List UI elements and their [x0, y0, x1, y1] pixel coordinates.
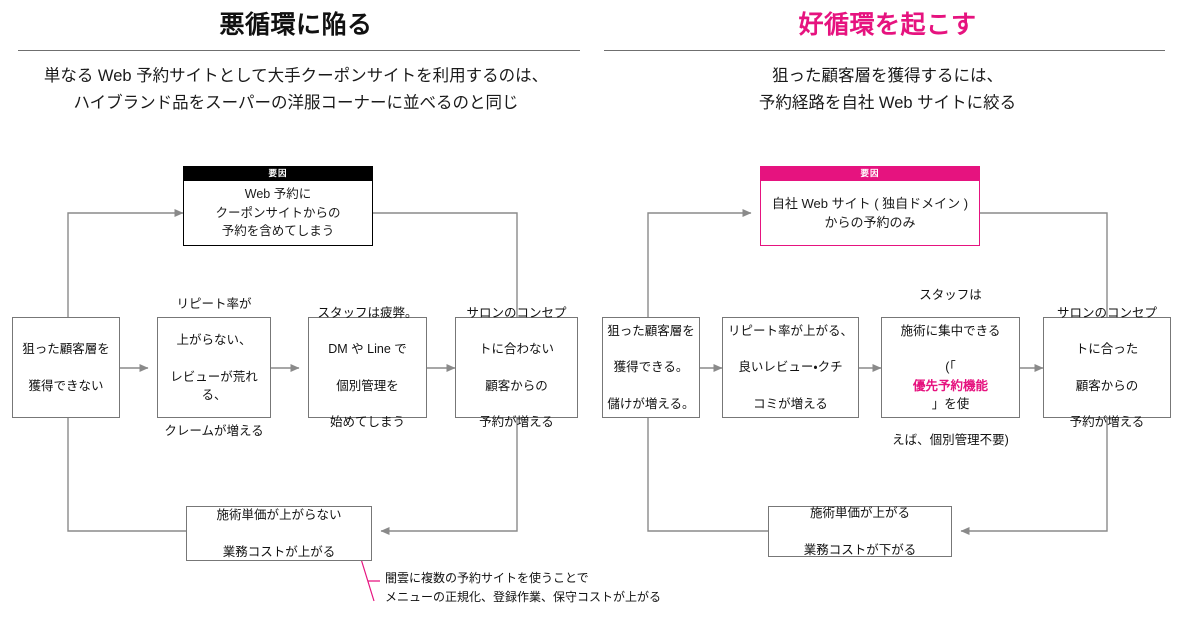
node-bad-4-line2: トに合わない	[478, 342, 554, 357]
panel-right-divider	[604, 50, 1165, 51]
node-bad-2-line4: クレームが増える	[164, 423, 264, 438]
node-bad-3-line1: スタッフは疲弊。	[317, 306, 418, 321]
node-good-3-line3-pre: (「	[945, 360, 956, 375]
node-bad-3[interactable]: スタッフは疲弊。 DM や Line で 個別管理を 始めてしまう	[308, 306, 427, 429]
panel-bad-cycle: 悪循環に陥る 単なる Web 予約サイトとして大手クーポンサイトを利用するのは、…	[8, 11, 584, 117]
factor-box-good-header: 要因	[761, 167, 979, 180]
node-good-1-line2: 獲得できる。	[613, 360, 689, 375]
node-good-3[interactable]: スタッフは 施術に集中できる (「優先予約機能」を使 えば、個別管理不要)	[881, 288, 1020, 447]
node-good-1[interactable]: 狙った顧客層を 獲得できる。 儲けが増える。	[602, 317, 700, 418]
panel-left-title: 悪循環に陥る	[219, 11, 373, 39]
panel-left-divider	[18, 50, 580, 51]
panel-good-cycle: 好循環を起こす 狙った顧客層を獲得するには、 予約経路を自社 Web サイトに絞…	[592, 0, 1183, 633]
node-bad-bottom-line2: 業務コストが上がる	[222, 544, 336, 559]
factor-box-bad[interactable]: 要因 Web 予約に クーポンサイトからの 予約を含めてしまう	[183, 166, 373, 246]
node-good-2-line2: 良いレビュー・クチ	[738, 360, 843, 375]
panel-left-subtitle: 単なる Web 予約サイトとして大手クーポンサイトを利用するのは、 ハイブランド…	[8, 63, 584, 117]
factor-bad-line2: クーポンサイトからの	[215, 205, 341, 220]
node-good-3-line2: 施術に集中できる	[900, 324, 1001, 339]
node-good-2-line3: コミが増える	[753, 396, 828, 411]
factor-bad-line1: Web 予約に	[244, 186, 312, 201]
node-good-2-line1: リピート率が上がる、	[727, 324, 853, 339]
node-good-4[interactable]: サロンのコンセプ トに合った 顧客からの 予約が増える	[1043, 306, 1171, 429]
node-bad-1-line1: 狙った顧客層を	[22, 342, 110, 357]
node-good-bottom[interactable]: 施術単価が上がる 業務コストが下がる	[768, 506, 952, 557]
node-bad-4-line1: サロンのコンセプ	[466, 306, 567, 321]
factor-box-good-body: 自社 Web サイト ( 独自ドメイン ) からの予約のみ	[761, 180, 979, 245]
node-good-3-line1: スタッフは	[919, 287, 982, 302]
node-good-4-line4: 予約が増える	[1069, 414, 1145, 429]
node-bad-4[interactable]: サロンのコンセプ トに合わない 顧客からの 予約が増える	[455, 306, 578, 429]
factor-good-line2: からの予約のみ	[824, 215, 916, 230]
factor-box-bad-header: 要因	[184, 167, 372, 180]
panel-right-subtitle-line1: 狙った顧客層を獲得するには、	[772, 67, 1003, 85]
node-bad-2-line1: リピート率が	[176, 297, 252, 311]
factor-box-good[interactable]: 要因 自社 Web サイト ( 独自ドメイン ) からの予約のみ	[760, 166, 980, 246]
node-good-1-line3: 儲けが増える。	[607, 396, 695, 411]
node-bad-bottom[interactable]: 施術単価が上がらない 業務コストが上がる	[186, 506, 372, 561]
node-bad-3-line4: 始めてしまう	[329, 414, 405, 429]
node-bad-1[interactable]: 狙った顧客層を 獲得できない	[12, 317, 120, 418]
factor-good-line1: 自社 Web サイト ( 独自ドメイン )	[771, 195, 969, 211]
node-good-3-line4: えば、個別管理不要)	[892, 432, 1009, 447]
node-bad-2-line2: 上がらない、	[176, 333, 252, 348]
node-bad-4-line3: 顧客からの	[485, 378, 548, 393]
node-good-bottom-line1: 施術単価が上がる	[809, 506, 910, 521]
node-good-2[interactable]: リピート率が上がる、 良いレビュー・クチ コミが増える	[722, 317, 859, 418]
factor-bad-line3: 予約を含めてしまう	[221, 224, 335, 239]
node-good-bottom-line2: 業務コストが下がる	[803, 542, 917, 557]
node-good-4-line2: トに合った	[1075, 342, 1139, 357]
node-bad-2[interactable]: リピート率が 上がらない、 レビューが荒れる、 クレームが増える	[157, 297, 271, 438]
node-bad-4-line4: 予約が増える	[479, 414, 554, 429]
panel-right-title: 好循環を起こす	[798, 11, 977, 39]
callout-annotation-line2: メニューの正規化、登録作業、保守コストが上がる	[385, 590, 662, 605]
callout-annotation: 闇雲に複数の予約サイトを使うことで メニューの正規化、登録作業、保守コストが上が…	[385, 569, 661, 607]
node-good-3-line3-post: 」を使	[931, 396, 970, 411]
node-bad-bottom-line1: 施術単価が上がらない	[216, 508, 342, 523]
node-good-3-highlight: 優先予約機能	[912, 378, 988, 393]
node-good-4-line1: サロンのコンセプ	[1056, 306, 1157, 321]
node-good-4-line3: 顧客からの	[1075, 378, 1139, 393]
panel-left-subtitle-line1: 単なる Web 予約サイトとして大手クーポンサイトを利用するのは、	[43, 67, 549, 85]
node-good-1-line1: 狙った顧客層を	[607, 324, 695, 339]
factor-box-bad-body: Web 予約に クーポンサイトからの 予約を含めてしまう	[184, 180, 372, 245]
node-bad-3-line3: 個別管理を	[336, 378, 399, 393]
panel-left-subtitle-line2: ハイブランド品をスーパーの洋服コーナーに並べるのと同じ	[73, 94, 519, 113]
node-bad-1-line2: 獲得できない	[28, 378, 104, 393]
node-bad-3-line2: DM や Line で	[328, 342, 407, 357]
panel-right-subtitle-line2: 予約経路を自社 Web サイトに絞る	[758, 94, 1017, 113]
callout-annotation-line1: 闇雲に複数の予約サイトを使うことで	[385, 571, 589, 585]
panel-right-subtitle: 狙った顧客層を獲得するには、 予約経路を自社 Web サイトに絞る	[600, 63, 1175, 117]
node-bad-2-line3: レビューが荒れる、	[170, 369, 258, 402]
